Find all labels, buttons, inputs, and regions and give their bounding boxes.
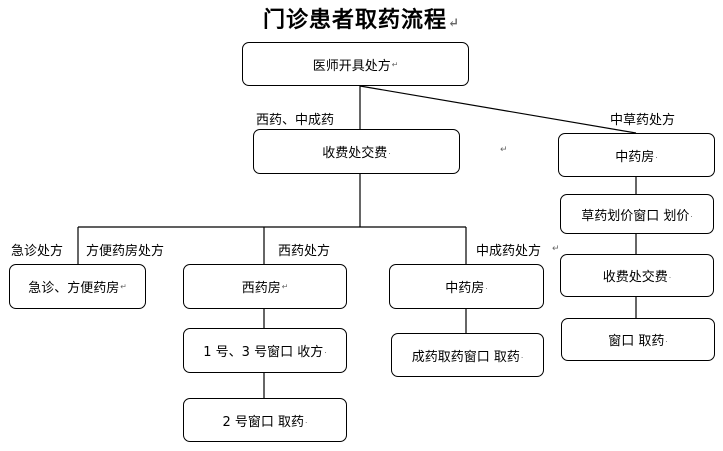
edge-label-herbal-rx: 中草药处方	[610, 113, 676, 128]
node-western-pharmacy: 西药房↵	[183, 264, 347, 309]
node-tcm-pharmacy-right: 中药房.	[558, 133, 715, 177]
edge-label-patent-rx: 中成药处方	[476, 244, 542, 259]
node-emergency-pharmacy: 急诊、方便药房↵	[9, 264, 146, 309]
node-prescribe: 医师开具处方↵	[242, 42, 469, 86]
node-window-1-3: 1 号、3 号窗口 收方.	[183, 328, 347, 373]
node-tcm-pharmacy-mid: 中药房.	[389, 264, 544, 309]
connector-prescribe-to-tcm-pharmacy	[359, 85, 637, 134]
edge-label-western-rx: 西药处方	[278, 244, 331, 259]
node-payment-right: 收费处交费.	[560, 254, 714, 297]
edge-label-convenience-rx: 方便药房处方	[86, 244, 165, 259]
node-window-2: 2 号窗口 取药.	[183, 398, 347, 442]
page-title: 门诊患者取药流程↵	[262, 7, 461, 33]
edge-label-emergency-rx: 急诊处方	[11, 244, 64, 259]
node-patent-window: 成药取药窗口 取药.	[391, 333, 544, 377]
stray-mark: ↵	[500, 145, 508, 155]
node-herbal-pricing-window: 草药划价窗口 划价.	[560, 194, 714, 234]
edge-label-western-patent: 西药、中成药	[256, 113, 335, 128]
node-payment-main: 收费处交费.	[253, 129, 460, 174]
node-window-right: 窗口 取药.	[561, 318, 715, 361]
stray-mark: ↵	[552, 244, 560, 254]
